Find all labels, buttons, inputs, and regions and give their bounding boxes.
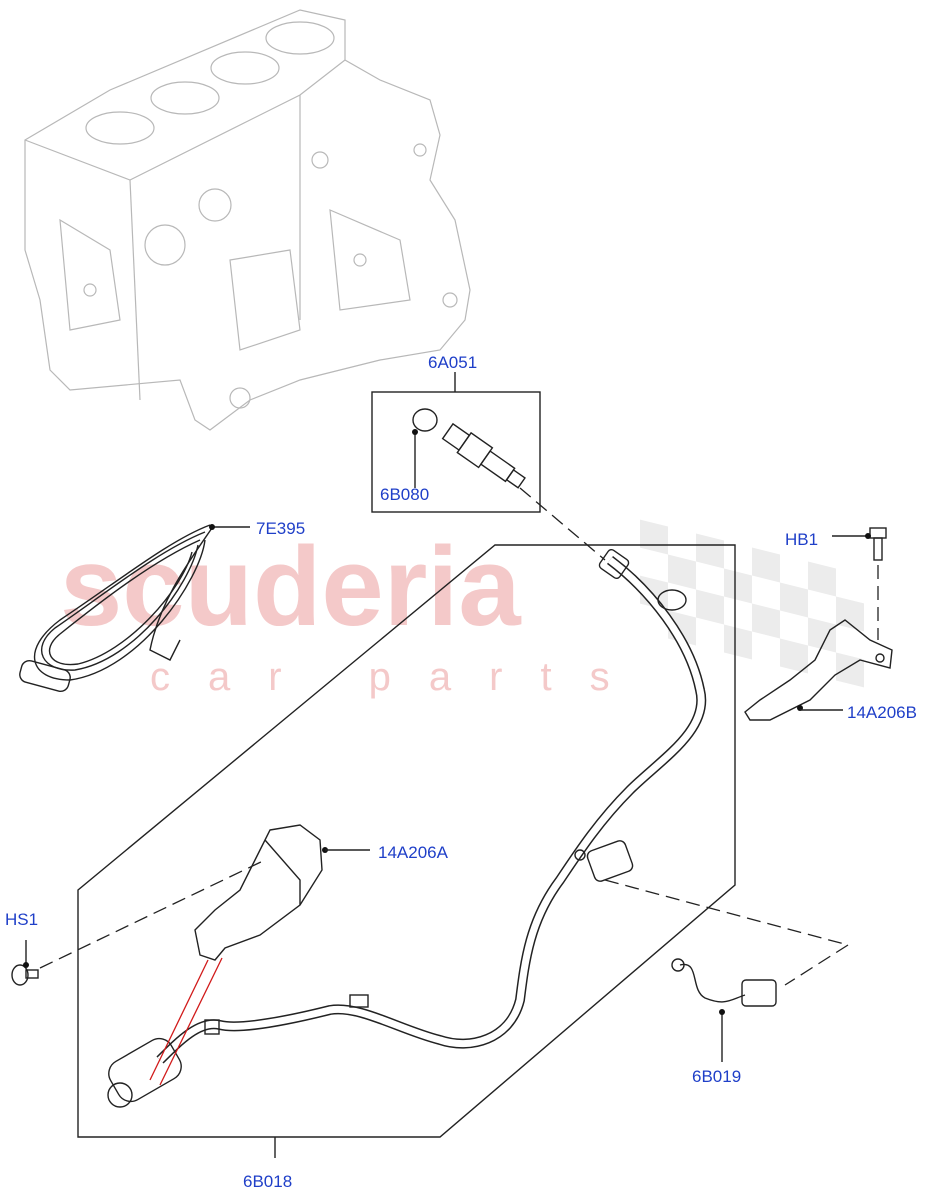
part-label-hs1: HS1 bbox=[5, 910, 38, 929]
engine-block-illustration bbox=[24, 9, 471, 431]
wiring-harness-6b018 bbox=[107, 548, 707, 1108]
part-label-6a051: 6A051 bbox=[428, 353, 477, 372]
o-ring-seal bbox=[412, 408, 438, 432]
red-leader-line-a bbox=[149, 959, 209, 1081]
part-label-7e395: 7E395 bbox=[256, 519, 305, 538]
watermark-subtitle: car parts bbox=[150, 655, 648, 699]
part-label-6b018: 6B018 bbox=[243, 1172, 292, 1191]
temperature-sensor bbox=[441, 422, 526, 489]
part-label-hb1: HB1 bbox=[785, 530, 818, 549]
sensor-lead-6b019 bbox=[604, 879, 849, 1062]
sensor-callout-box bbox=[371, 391, 541, 513]
part-label-14a206b: 14A206B bbox=[847, 703, 917, 722]
harness-6b018-box bbox=[77, 544, 736, 1158]
coiled-cable-7e395 bbox=[19, 524, 250, 692]
part-label-6b019: 6B019 bbox=[692, 1067, 741, 1086]
bolt-hb1 bbox=[832, 527, 887, 640]
watermark-brand: scuderia bbox=[60, 524, 521, 649]
part-label-14a206a: 14A206A bbox=[378, 843, 449, 862]
red-leader-line-b bbox=[159, 957, 223, 1086]
bracket-14a206a bbox=[194, 824, 370, 961]
checkered-flag-watermark bbox=[640, 519, 864, 688]
sensor-6a051-group bbox=[371, 372, 541, 513]
part-label-6b080: 6B080 bbox=[380, 485, 429, 504]
screw-hs1 bbox=[11, 859, 266, 986]
bracket-14a206b bbox=[744, 619, 893, 721]
